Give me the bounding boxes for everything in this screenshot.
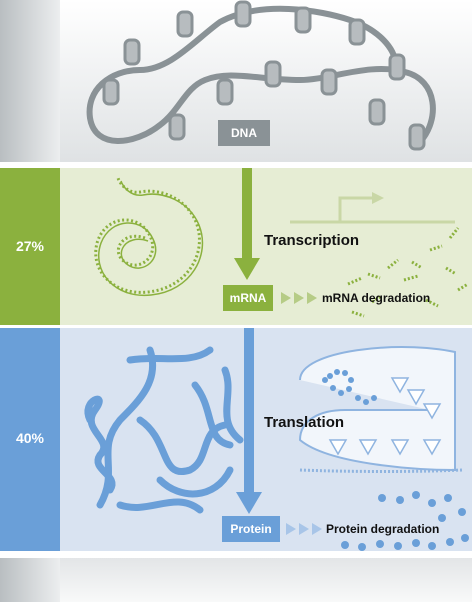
- rna-percent: 27%: [15, 238, 45, 254]
- trna-icons: [328, 377, 442, 456]
- protein-label-box: [222, 516, 280, 542]
- transcription-arrow: [234, 168, 260, 280]
- dna-strand: [86, 5, 436, 145]
- gene-promoter-icon: [290, 196, 455, 224]
- protein-percent: 40%: [15, 430, 45, 446]
- protein-label: Protein: [230, 522, 272, 536]
- mrna-spiral-backbone: [98, 180, 204, 297]
- translation-arrow: [236, 328, 262, 514]
- bottom-band: [0, 558, 472, 602]
- mrna-label-box: [223, 285, 273, 311]
- peptide-chain: [322, 369, 377, 405]
- protein-chevrons: [286, 523, 322, 535]
- dna-band: [0, 0, 472, 162]
- mrna-fragments-icon: [347, 227, 469, 318]
- protein-degradation-label: Protein degradation: [326, 522, 440, 536]
- mrna-chevrons: [281, 292, 317, 304]
- transcription-label: Transcription: [264, 232, 360, 249]
- ribosome-icon: [298, 346, 463, 473]
- nucleosomes: [102, 0, 426, 151]
- protein-structure-icon: [84, 346, 244, 514]
- translation-label: Translation: [264, 414, 345, 431]
- dna-label: DNA: [231, 126, 257, 140]
- mrna-degradation-label: mRNA degradation: [322, 291, 431, 305]
- mrna-spiral-icon: [94, 177, 201, 294]
- amino-acid-dots-icon: [341, 491, 469, 551]
- protein-band: [0, 328, 472, 551]
- dna-label-box: [218, 120, 270, 146]
- mrna-label: mRNA: [229, 291, 267, 305]
- rna-band: [0, 168, 472, 325]
